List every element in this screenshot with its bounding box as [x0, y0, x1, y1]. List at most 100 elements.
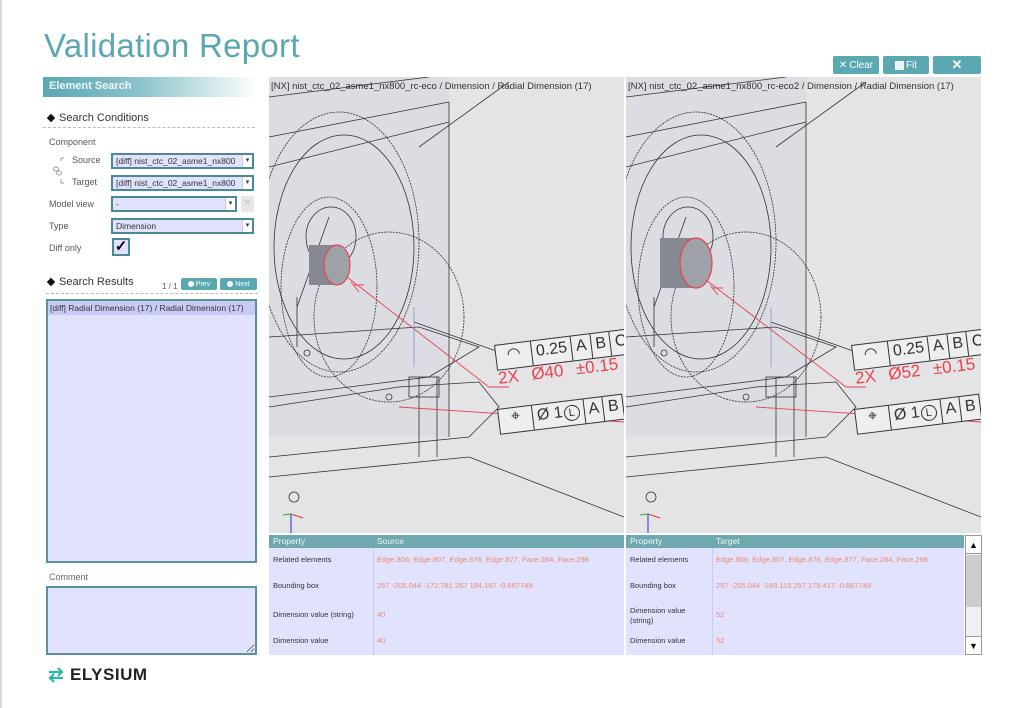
target-value: [diff] nist_ctc_02_asme1_nx800 [116, 178, 236, 188]
value-dimension-value: 52 [716, 636, 725, 645]
datum-b: B [607, 397, 620, 416]
property-dimension-value-string: Dimension value (string) [273, 610, 354, 619]
search-conditions-label: Search Conditions [59, 112, 149, 124]
column-divider [712, 548, 713, 655]
search-conditions-title: Search Conditions [43, 112, 258, 124]
comment-label: Comment [49, 572, 89, 582]
property-dimension-value-string: Dimension value (string) [630, 606, 686, 625]
position-symbol-icon: ⌖ [498, 405, 535, 434]
diff-only-label: Diff only [49, 243, 82, 253]
results-pager: 1 / 1 [162, 282, 178, 291]
highlighted-cylinder [660, 237, 713, 289]
axis-triad [639, 513, 661, 533]
list-item[interactable]: [diff] Radial Dimension (17) / Radial Di… [48, 301, 255, 315]
dimension-tolerance: ±0.15 [574, 354, 620, 379]
diff-only-checkbox[interactable]: ✓ [112, 238, 130, 256]
prev-button[interactable]: Prev [181, 278, 217, 290]
axis-triad [282, 513, 304, 533]
fit-label: Fit [905, 59, 918, 71]
chevron-down-icon: ▾ [225, 198, 235, 210]
lmc-modifier-icon: L [919, 403, 938, 422]
cad-geometry [626, 77, 981, 518]
value-related-elements: Edge.806, Edge.807, Edge.876, Edge.877, … [716, 555, 928, 564]
value-bounding-box: 257 -205.044 -172.781 257 184.167 -0.667… [377, 581, 533, 590]
datum-c: C [613, 331, 624, 351]
column-header-property: Property [630, 536, 663, 546]
element-search-header: Element Search [43, 77, 258, 97]
fcf-tolerance-value: Ø 1 [893, 404, 921, 425]
clear-model-view-button[interactable]: ✕ [241, 196, 254, 212]
fit-button[interactable]: Fit [883, 56, 929, 74]
target-property-table: Property Target Related elements Edge.80… [626, 535, 964, 655]
value-dimension-value: 40 [377, 636, 386, 645]
value-bounding-box: 257 -205.044 -169.115 257 179.417 -0.667… [716, 581, 871, 590]
diamond-bullet-icon [46, 277, 56, 287]
source-property-table: Property Source Related elements Edge.80… [269, 535, 624, 655]
source-select[interactable]: [diff] nist_ctc_02_asme1_nx800 ▾ [111, 153, 254, 169]
scroll-thumb[interactable] [966, 555, 981, 607]
property-dimension-value: Dimension value [630, 636, 686, 645]
type-value: Dimension [116, 221, 157, 231]
position-symbol-icon: ⌖ [855, 405, 892, 434]
property-bounding-box: Bounding box [630, 581, 676, 590]
target-label: Target [72, 177, 98, 187]
dimension-count: 2X [497, 366, 520, 388]
target-viewport-title: [NX] nist_ctc_02_asme1_nx800_rc-eco2 / D… [628, 81, 954, 92]
model-view-label: Model view [49, 199, 95, 209]
link-icon [53, 157, 64, 184]
column-header-source: Source [377, 536, 404, 546]
scroll-up-button[interactable]: ▲ [966, 536, 981, 554]
search-results-list[interactable]: [diff] Radial Dimension (17) / Radial Di… [46, 299, 257, 563]
source-viewport[interactable]: [NX] nist_ctc_02_asme1_nx800_rc-eco / Di… [269, 77, 624, 533]
tools-button[interactable]: ✕ [933, 56, 981, 74]
search-results-title: Search Results [46, 276, 134, 288]
value-dimension-value-string: 40 [377, 610, 386, 619]
next-button[interactable]: Next [220, 278, 257, 290]
next-label: Next [235, 280, 250, 288]
scroll-down-button[interactable]: ▼ [966, 636, 981, 654]
viewer-toolbar: ✕ Clear Fit ✕ [833, 56, 981, 74]
elysium-arrows-icon [48, 667, 64, 683]
chevron-down-icon: ▾ [242, 220, 252, 232]
datum-b: B [964, 397, 977, 416]
column-divider [373, 548, 374, 655]
source-viewport-title: [NX] nist_ctc_02_asme1_nx800_rc-eco / Di… [271, 81, 592, 92]
checkmark-icon: ✓ [114, 238, 128, 255]
type-select[interactable]: Dimension ▾ [111, 218, 254, 234]
brand-logo: ELYSIUM [47, 665, 148, 685]
datum-c: C [970, 331, 981, 351]
fcf-tolerance-value: Ø 1 [536, 404, 564, 425]
value-dimension-value-string: 52 [716, 610, 725, 619]
dimension-value: 52 [900, 360, 922, 383]
prev-label: Prev [195, 280, 211, 288]
clear-label: Clear [849, 59, 874, 71]
model-view-select[interactable]: - ▾ [111, 196, 237, 212]
page-border [0, 0, 2, 708]
source-model-drawing [269, 77, 624, 533]
cad-geometry [269, 77, 624, 518]
dimension-count: 2X [854, 366, 877, 388]
target-select[interactable]: [diff] nist_ctc_02_asme1_nx800 ▾ [111, 175, 254, 191]
brand-name: ELYSIUM [70, 665, 148, 684]
source-label: Source [72, 155, 101, 165]
table-header: Property Source [269, 535, 624, 548]
dimension-tolerance: ±0.15 [931, 354, 977, 379]
divider [46, 293, 258, 294]
column-header-target: Target [716, 536, 740, 546]
table-header: Property Target [626, 535, 964, 548]
target-model-drawing [626, 77, 981, 533]
close-icon: ✕ [838, 59, 848, 71]
component-label: Component [49, 137, 96, 147]
divider [43, 127, 255, 128]
property-dimension-value: Dimension value [273, 636, 329, 645]
diamond-bullet-icon [46, 113, 56, 123]
target-viewport[interactable]: [NX] nist_ctc_02_asme1_nx800_rc-eco2 / D… [626, 77, 981, 533]
property-scrollbar[interactable]: ▲ ▼ [965, 535, 982, 655]
element-search-panel: Element Search Search Conditions [43, 77, 258, 128]
property-related-elements: Related elements [273, 555, 332, 564]
clear-button[interactable]: ✕ Clear [833, 56, 879, 74]
comment-input[interactable] [46, 586, 257, 655]
value-related-elements: Edge.806, Edge.807, Edge.876, Edge.877, … [377, 555, 589, 564]
